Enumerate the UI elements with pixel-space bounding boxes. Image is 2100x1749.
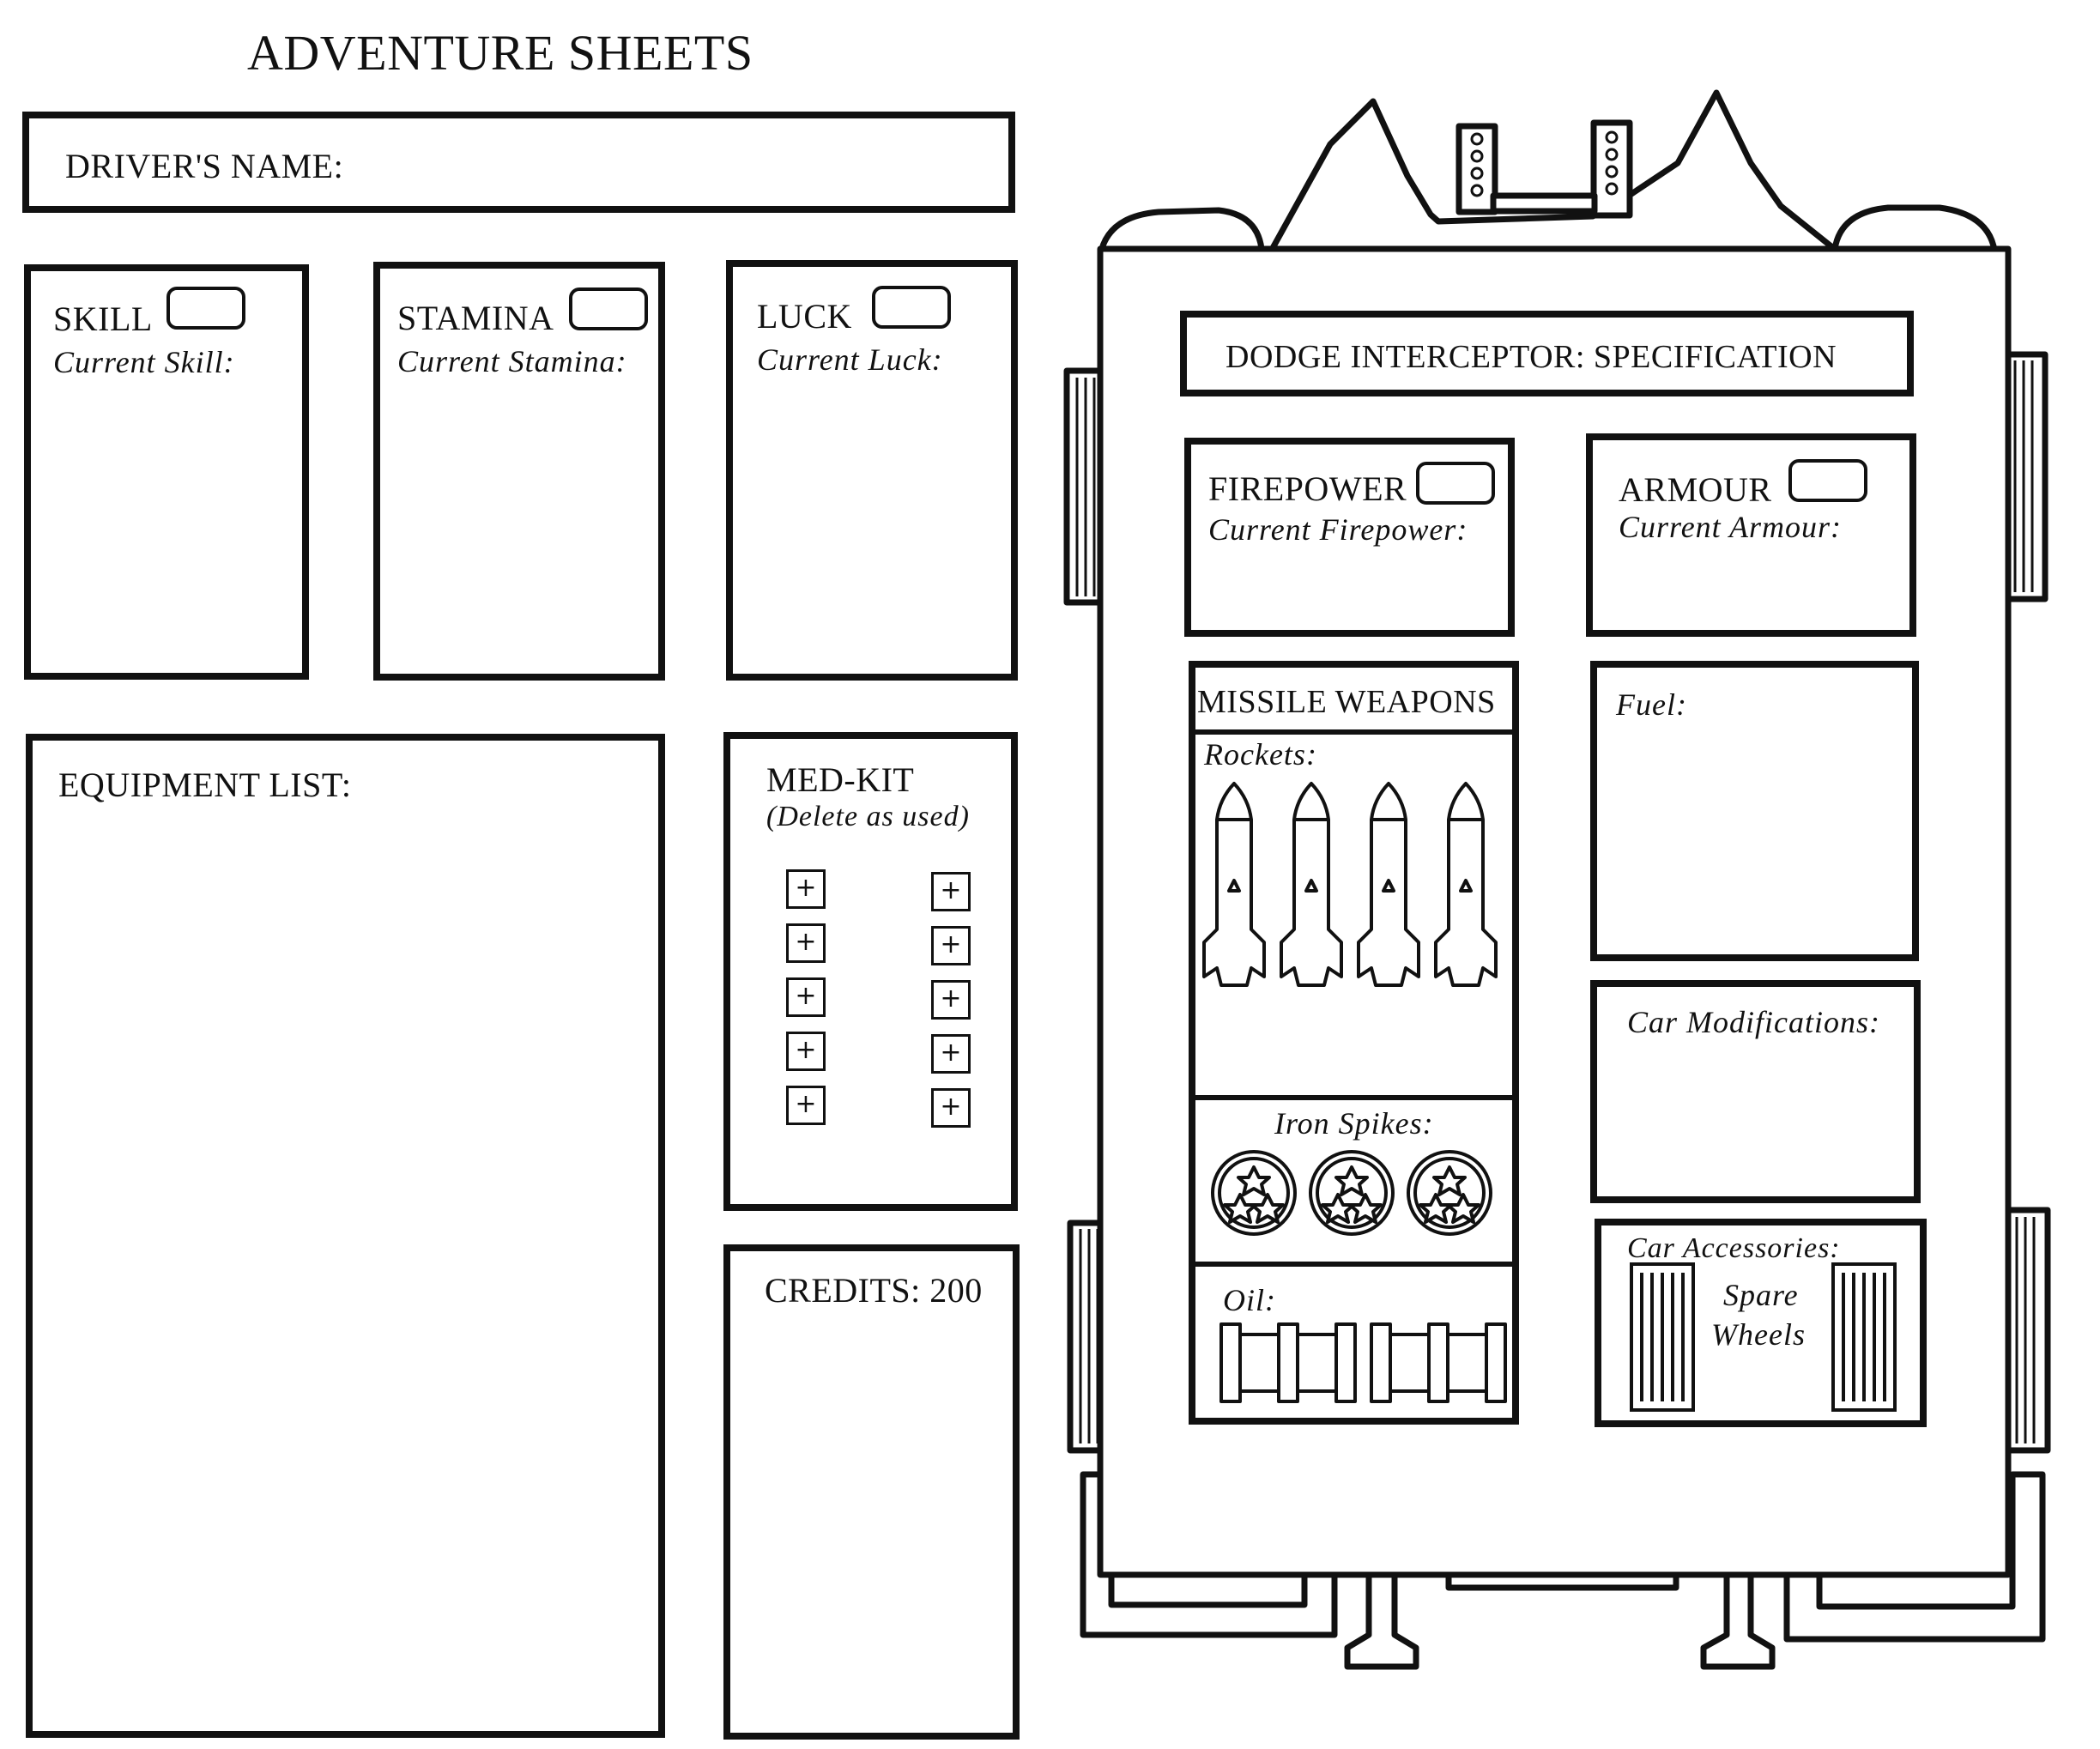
rocket-icon[interactable] — [1357, 782, 1420, 987]
armour-initial-value-box[interactable] — [1788, 459, 1867, 502]
headlight-left-icon — [1097, 207, 1265, 259]
headlight-right-icon — [1831, 204, 1999, 261]
skill-initial-value-box[interactable] — [166, 287, 245, 330]
drivers-name-label: DRIVER'S NAME: — [65, 147, 344, 185]
rocket-icon[interactable] — [1434, 782, 1498, 987]
grille-bar-icon — [1490, 192, 1598, 215]
iron-spike-icon[interactable] — [1211, 1150, 1297, 1236]
missile-weapons-box[interactable]: MISSILE WEAPONS Rockets: Iron Spikes: Oi… — [1189, 661, 1519, 1425]
iron-spikes-label: Iron Spikes: — [1274, 1106, 1434, 1141]
med-kit-checkbox[interactable]: + — [931, 980, 971, 1020]
armour-label: ARMOUR — [1619, 470, 1772, 509]
spare-wheels-label-line2: Wheels — [1711, 1317, 1806, 1352]
oil-drum-icon[interactable] — [1370, 1322, 1507, 1403]
skill-label: SKILL — [53, 300, 153, 338]
current-skill-label: Current Skill: — [53, 345, 235, 379]
med-kit-checkbox[interactable]: + — [786, 977, 826, 1017]
firepower-initial-value-box[interactable] — [1416, 462, 1495, 505]
car-modifications-box[interactable]: Car Modifications: — [1590, 980, 1921, 1203]
page-title: ADVENTURE SHEETS — [247, 25, 753, 81]
car-modifications-label: Car Modifications: — [1627, 1005, 1880, 1039]
current-stamina-label: Current Stamina: — [397, 344, 627, 378]
car-accessories-box[interactable]: Car Accessories: Spare Wheels — [1595, 1219, 1927, 1427]
front-spike-left-icon — [1265, 89, 1840, 259]
fuel-box[interactable]: Fuel: — [1590, 661, 1919, 961]
missile-weapons-drawings — [1202, 782, 1507, 1403]
current-firepower-label: Current Firepower: — [1208, 512, 1468, 547]
equipment-list-box[interactable]: EQUIPMENT LIST: — [26, 734, 665, 1738]
spec-title: DODGE INTERCEPTOR: SPECIFICATION — [1226, 339, 1837, 375]
stamina-label: STAMINA — [397, 299, 554, 337]
credits-box[interactable]: CREDITS: 200 — [723, 1244, 1020, 1740]
med-kit-checkbox[interactable]: + — [931, 1088, 971, 1128]
med-kit-note: (Delete as used) — [766, 801, 970, 832]
med-kit-checkbox[interactable]: + — [786, 869, 826, 909]
grille-post-right-icon — [1590, 119, 1633, 219]
fuel-label: Fuel: — [1616, 687, 1687, 722]
wheel-rear-right-icon — [2003, 1207, 2051, 1454]
firepower-box[interactable]: FIREPOWER Current Firepower: — [1184, 438, 1515, 637]
med-kit-checkbox[interactable]: + — [786, 923, 826, 963]
med-kit-checkbox[interactable]: + — [931, 872, 971, 911]
luck-label: LUCK — [757, 297, 852, 336]
spare-wheel-icon[interactable] — [1630, 1262, 1695, 1412]
oil-label: Oil: — [1223, 1283, 1276, 1317]
skill-box[interactable]: SKILL Current Skill: — [24, 264, 309, 680]
luck-initial-value-box[interactable] — [872, 286, 951, 329]
firepower-label: FIREPOWER — [1208, 469, 1407, 508]
med-kit-box[interactable]: MED-KIT (Delete as used) + + + + + + + +… — [723, 732, 1018, 1211]
rear-nozzle-right-icon — [1700, 1558, 1776, 1670]
current-luck-label: Current Luck: — [757, 342, 943, 377]
med-kit-label: MED-KIT — [766, 760, 915, 799]
missile-weapons-label: MISSILE WEAPONS — [1197, 684, 1496, 720]
equipment-list-label: EQUIPMENT LIST: — [58, 766, 352, 804]
armour-box[interactable]: ARMOUR Current Armour: — [1586, 433, 1916, 637]
spare-wheels-label-line1: Spare — [1723, 1278, 1799, 1312]
spec-title-box: DODGE INTERCEPTOR: SPECIFICATION — [1180, 311, 1914, 396]
iron-spike-icon[interactable] — [1309, 1150, 1395, 1236]
rocket-icon[interactable] — [1280, 782, 1343, 987]
med-kit-checkbox[interactable]: + — [786, 1086, 826, 1125]
med-kit-checkbox[interactable]: + — [931, 1034, 971, 1074]
med-kit-checkbox[interactable]: + — [931, 926, 971, 965]
spare-wheels-drawings — [1630, 1262, 1897, 1412]
credits-label: CREDITS: 200 — [765, 1271, 983, 1310]
stamina-initial-value-box[interactable] — [569, 287, 648, 330]
stamina-box[interactable]: STAMINA Current Stamina: — [373, 262, 665, 681]
current-armour-label: Current Armour: — [1619, 510, 1843, 544]
rear-nozzle-left-icon — [1344, 1558, 1419, 1670]
med-kit-checkbox[interactable]: + — [786, 1032, 826, 1071]
rocket-icon[interactable] — [1202, 782, 1266, 987]
rockets-label: Rockets: — [1204, 737, 1317, 772]
car-accessories-label: Car Accessories: — [1627, 1232, 1841, 1264]
iron-spike-icon[interactable] — [1407, 1150, 1492, 1236]
spare-wheel-icon[interactable] — [1831, 1262, 1897, 1412]
luck-box[interactable]: LUCK Current Luck: — [726, 260, 1018, 681]
oil-drum-icon[interactable] — [1219, 1322, 1357, 1403]
drivers-name-field[interactable]: DRIVER'S NAME: — [22, 112, 1015, 213]
